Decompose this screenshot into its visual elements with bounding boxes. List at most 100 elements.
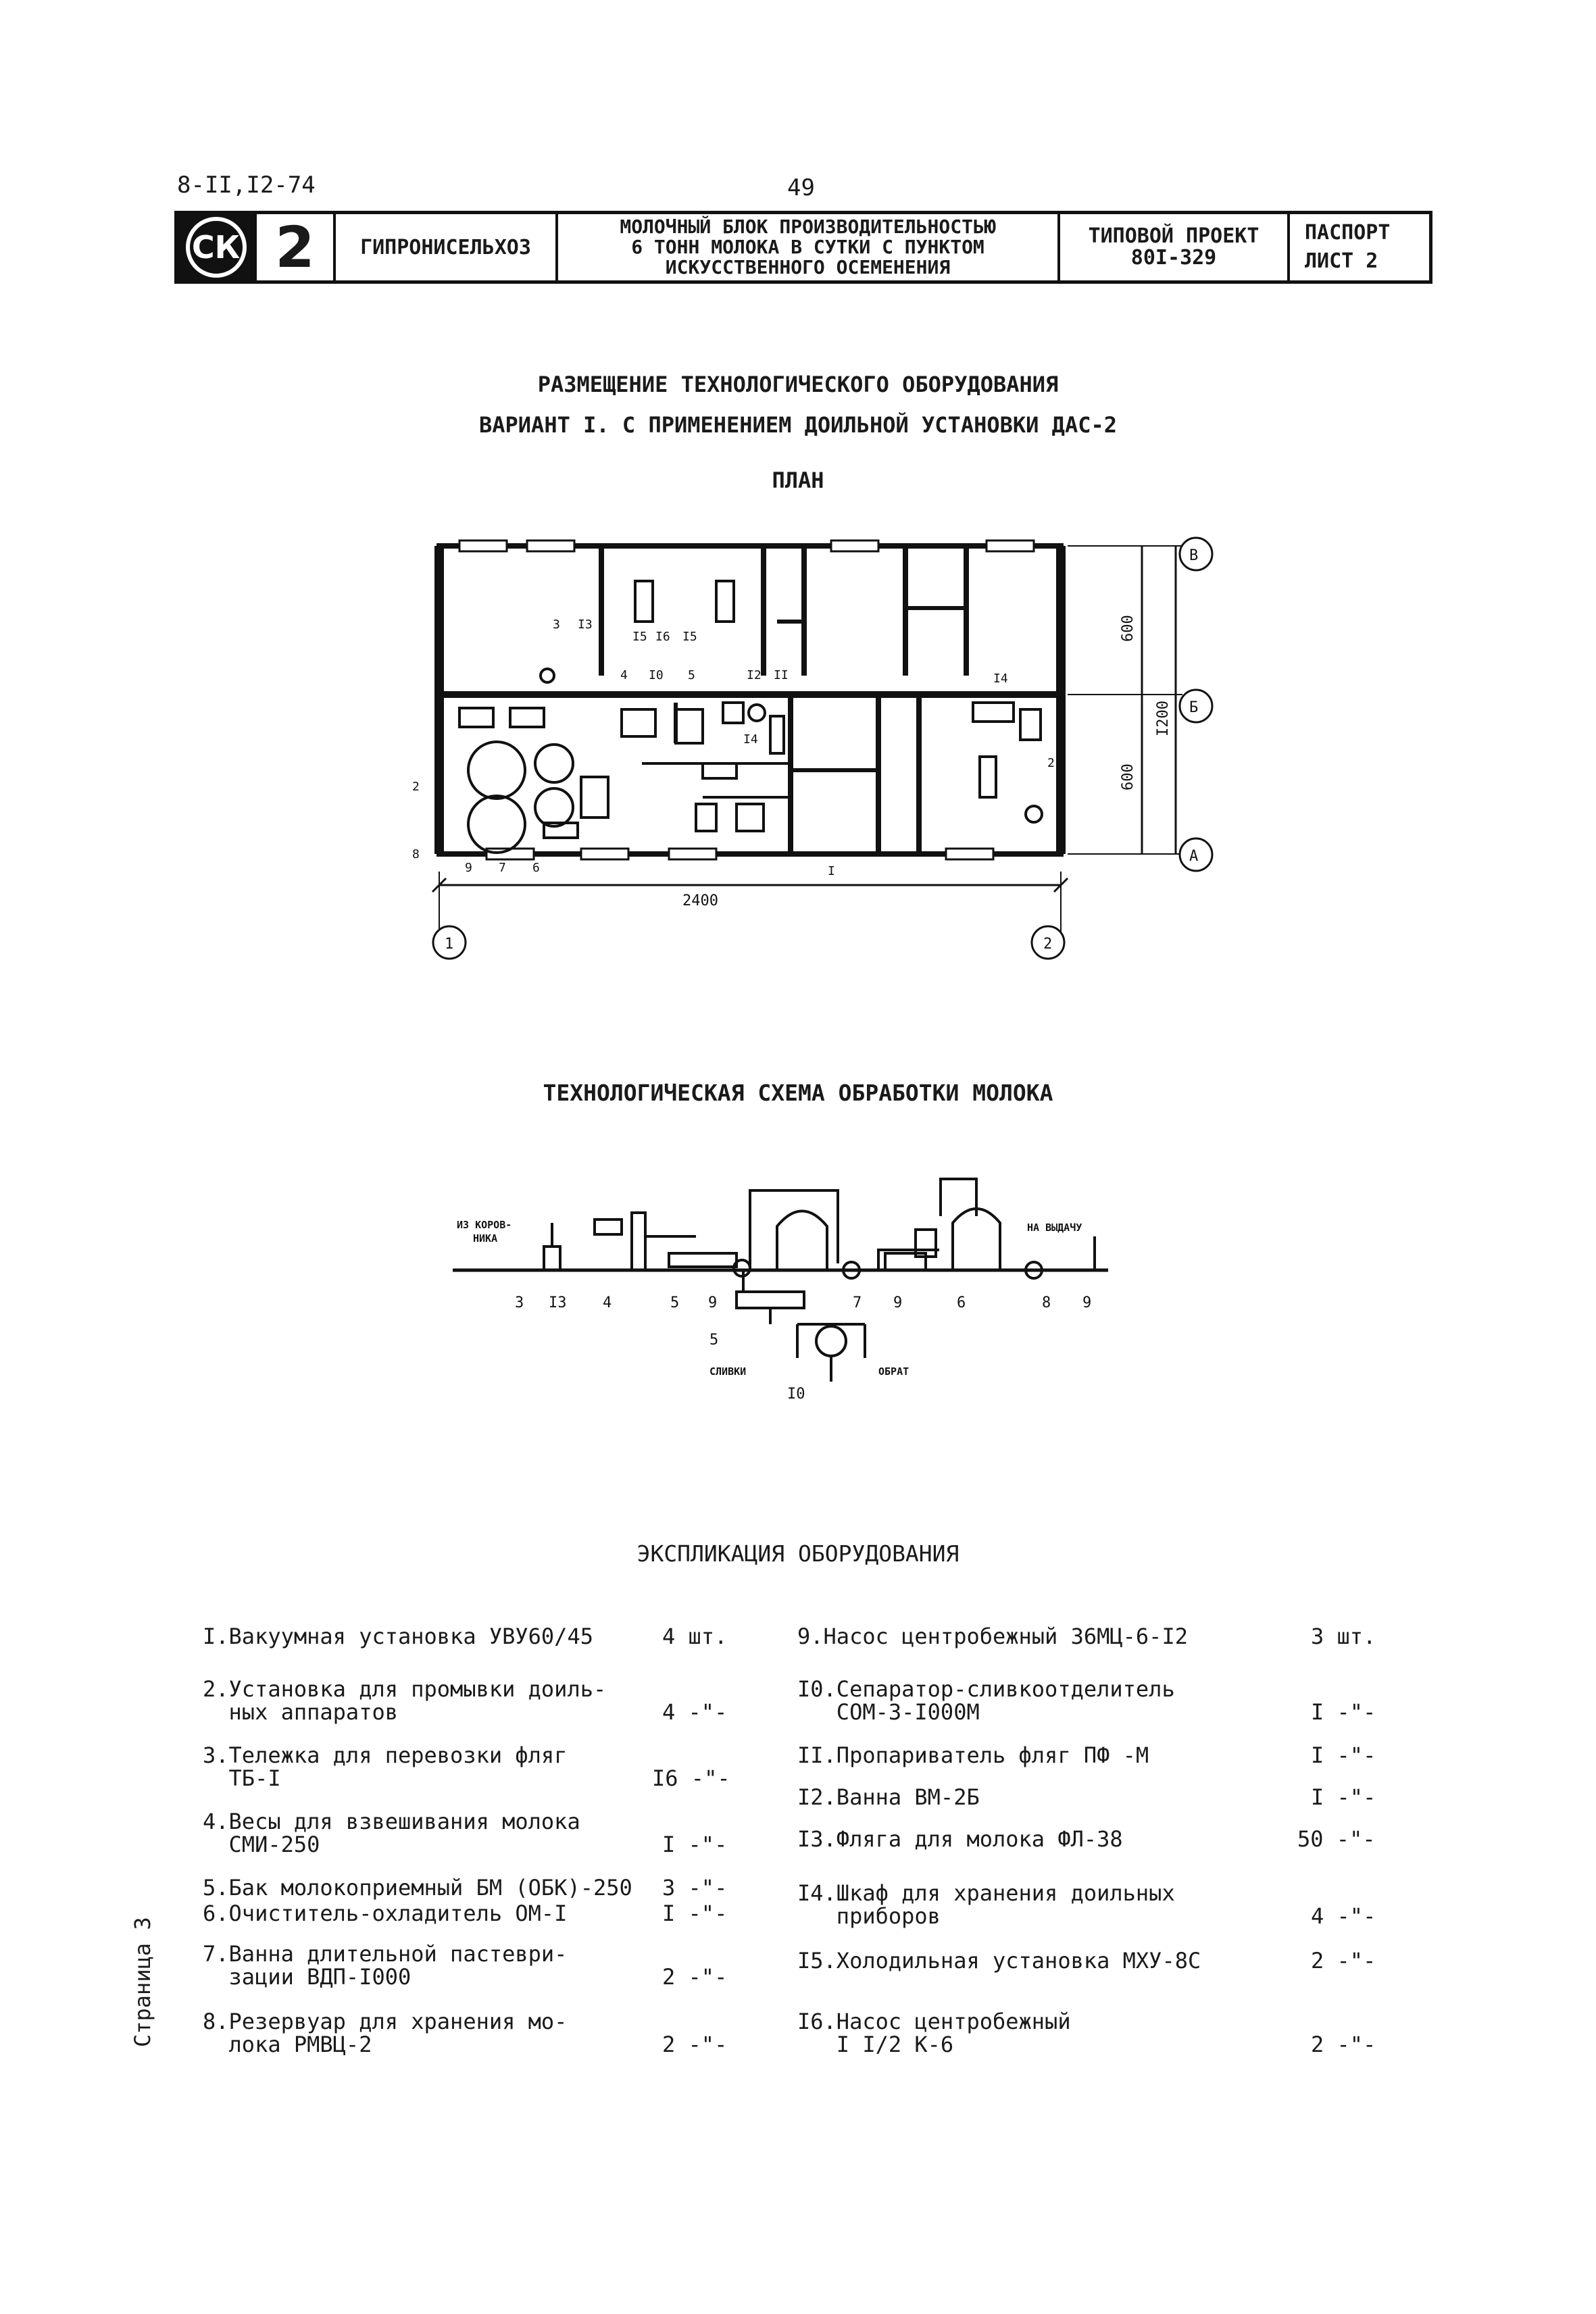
equipment-item: I2.Ванна ВМ-2Б I -"- xyxy=(797,1784,1376,1810)
item-qty: 2 -"- xyxy=(662,2032,728,2057)
equipment-item: I6.Насос центробежный I I/2 К-6 2 -"- xyxy=(797,2009,1376,2057)
equipment-item: I5.Холодильная установка МХУ-8С 2 -"- xyxy=(797,1949,1376,1972)
project-type-line1: ТИПОВОЙ ПРОЕКТ xyxy=(1088,224,1260,248)
scheme-callout: 6 xyxy=(957,1294,966,1311)
project-name-line1: МОЛОЧНЫЙ БЛОК ПРОИЗВОДИТЕЛЬНОСТЬЮ xyxy=(620,216,996,238)
item-label: I6.Насос центробежный xyxy=(797,2009,1071,2034)
equipment-item: 3.Тележка для перевозки фляг ТБ-I I6 -"- xyxy=(203,1742,730,1790)
plan-callout: I4 xyxy=(743,732,758,747)
equipment-item: 4.Весы для взвешивания молока СМИ-250 I … xyxy=(203,1810,727,1857)
plan-callout: 5 xyxy=(688,668,695,682)
item-qty: 3 -"- xyxy=(662,1875,728,1901)
item-label: I4.Шкаф для хранения доильных xyxy=(797,1880,1175,1906)
plan-callout: II xyxy=(774,668,789,682)
scheme-from-barn: ИЗ КОРОВ- xyxy=(457,1219,512,1231)
item-label-2: ных аппаратов xyxy=(203,1699,398,1725)
item-label-2: СМИ-250 xyxy=(203,1832,320,1857)
item-qty: 3 шт. xyxy=(1311,1624,1376,1649)
sheet-number: 2 xyxy=(257,214,336,280)
project-name-line3: ИСКУССТВЕННОГО ОСЕМЕНЕНИЯ xyxy=(665,256,951,278)
side-page-note: Страница 3 xyxy=(130,1917,155,2047)
project-type: ТИПОВОЙ ПРОЕКТ 80I-329 xyxy=(1060,214,1290,280)
plan-callout: 6 xyxy=(532,861,540,875)
item-qty: 50 -"- xyxy=(1297,1826,1376,1852)
equipment-list: I.Вакуумная установка УВУ60/45 4 шт. 2.У… xyxy=(203,1625,1405,2071)
drawing-variant: ВАРИАНТ I. С ПРИМЕНЕНИЕМ ДОИЛЬНОЙ УСТАНО… xyxy=(478,412,1117,438)
project-type-line2: 80I-329 xyxy=(1130,246,1217,270)
item-label-2: лока РМВЦ-2 xyxy=(203,2032,372,2057)
item-label: 9.Насос центробежный 36МЦ-6-I2 xyxy=(797,1624,1188,1649)
dim-total-height: I200 xyxy=(1155,701,1172,736)
scheme-callout: 8 xyxy=(1042,1294,1051,1311)
item-label: 8.Резервуар для хранения мо- xyxy=(203,2009,568,2034)
scheme-callout: 7 xyxy=(853,1294,862,1311)
item-label: 3.Тележка для перевозки фляг xyxy=(203,1742,568,1768)
plan-callout: I5 xyxy=(632,630,647,644)
item-label: I0.Сепаратор-сливкоотделитель xyxy=(797,1676,1175,1702)
item-label: 7.Ванна длительной пастеври- xyxy=(203,1941,568,1967)
project-name-line2: 6 ТОНН МОЛОКА В СУТКИ С ПУНКТОМ xyxy=(631,236,984,258)
item-label-2: приборов xyxy=(797,1903,941,1929)
scheme-from-barn-2: НИКА xyxy=(473,1232,497,1244)
plan-callout: I3 xyxy=(578,618,593,632)
item-qty: I -"- xyxy=(1311,1699,1376,1725)
item-qty: I6 -"- xyxy=(652,1765,730,1791)
equipment-item: I.Вакуумная установка УВУ60/45 4 шт. xyxy=(203,1624,727,1649)
plan-callout: 2 xyxy=(1047,756,1055,770)
scheme-callout: 5 xyxy=(670,1294,679,1311)
item-qty: 4 шт. xyxy=(662,1624,728,1649)
item-qty: I -"- xyxy=(1311,1784,1376,1810)
logo-mark-icon: СК xyxy=(185,217,247,278)
floor-plan: В Б А 1 2 2400 600 600 I200 3 I3 4 I0 5 … xyxy=(412,536,1214,960)
plan-callout: 3 xyxy=(553,618,560,632)
equipment-item: 8.Резервуар для хранения мо- лока РМВЦ-2… xyxy=(203,2009,727,2057)
scheme-to-delivery: НА ВЫДАЧУ xyxy=(1027,1222,1082,1234)
item-label-2: I I/2 К-6 xyxy=(797,2032,954,2057)
item-qty: I -"- xyxy=(662,1832,728,1857)
plan-label: ПЛАН xyxy=(772,468,824,493)
axis-label-1: 1 xyxy=(445,936,453,953)
item-label: I2.Ванна ВМ-2Б xyxy=(797,1784,980,1810)
axis-label-b: Б xyxy=(1189,699,1198,716)
scheme-callout: 9 xyxy=(893,1294,902,1311)
item-label: I3.Фляга для молока ФЛ-38 xyxy=(797,1826,1123,1852)
plan-callout: 2 xyxy=(412,780,420,794)
equipment-item: 6.Очиститель-охладитель ОМ-I I -"- xyxy=(203,1902,727,1925)
sheet-label: ЛИСТ 2 xyxy=(1305,249,1378,273)
drawing-title: РАЗМЕЩЕНИЕ ТЕХНОЛОГИЧЕСКОГО ОБОРУДОВАНИЯ xyxy=(537,372,1059,397)
organization: ГИПРОНИСЕЛЬХОЗ xyxy=(336,214,558,280)
plan-callout: 9 xyxy=(465,861,472,875)
equipment-item: I4.Шкаф для хранения доильных приборов 4… xyxy=(797,1880,1376,1929)
plan-callout: I0 xyxy=(649,668,664,682)
equipment-item: 5.Бак молокоприемный БМ (ОБК)-250 3 -"- xyxy=(203,1876,727,1899)
dim-lower: 600 xyxy=(1120,763,1137,790)
plan-callout: I5 xyxy=(682,630,697,644)
plan-callout: 4 xyxy=(620,668,628,682)
plan-callout: I4 xyxy=(993,672,1008,686)
passport-cell: ПАСПОРТ ЛИСТ 2 xyxy=(1290,214,1429,280)
scheme-callout: 9 xyxy=(708,1294,717,1311)
item-qty: I -"- xyxy=(662,1901,728,1926)
explication-title: ЭКСПЛИКАЦИЯ ОБОРУДОВАНИЯ xyxy=(637,1540,959,1567)
scheme-callout: I3 xyxy=(549,1294,567,1311)
axis-label-v: В xyxy=(1189,547,1198,564)
page-number: 49 xyxy=(787,174,815,201)
project-name: МОЛОЧНЫЙ БЛОК ПРОИЗВОДИТЕЛЬНОСТЬЮ 6 ТОНН… xyxy=(558,214,1060,280)
item-label-2: СОМ-3-I000М xyxy=(797,1699,980,1725)
item-label: 2.Установка для промывки доиль- xyxy=(203,1676,607,1702)
item-qty: 4 -"- xyxy=(662,1699,728,1725)
item-qty: 2 -"- xyxy=(1311,1948,1376,1973)
scheme-callout: 3 xyxy=(515,1294,524,1311)
item-qty: 2 -"- xyxy=(662,1964,728,1990)
item-label: I.Вакуумная установка УВУ60/45 xyxy=(203,1624,593,1649)
equipment-item: II.Пропариватель фляг ПФ -М I -"- xyxy=(797,1744,1376,1767)
scheme-skim: ОБРАТ xyxy=(878,1365,909,1378)
scheme-cream: СЛИВКИ xyxy=(709,1365,746,1378)
item-qty: I -"- xyxy=(1311,1742,1376,1768)
scheme-callout: 4 xyxy=(603,1294,612,1311)
equipment-item: 2.Установка для промывки доиль- ных аппа… xyxy=(203,1676,727,1725)
scheme-callout: I0 xyxy=(787,1386,805,1403)
item-qty: 4 -"- xyxy=(1311,1903,1376,1929)
title-block: СК 2 ГИПРОНИСЕЛЬХОЗ МОЛОЧНЫЙ БЛОК ПРОИЗВ… xyxy=(174,211,1432,284)
equipment-item: 7.Ванна длительной пастеври- зации ВДП-I… xyxy=(203,1941,727,1988)
